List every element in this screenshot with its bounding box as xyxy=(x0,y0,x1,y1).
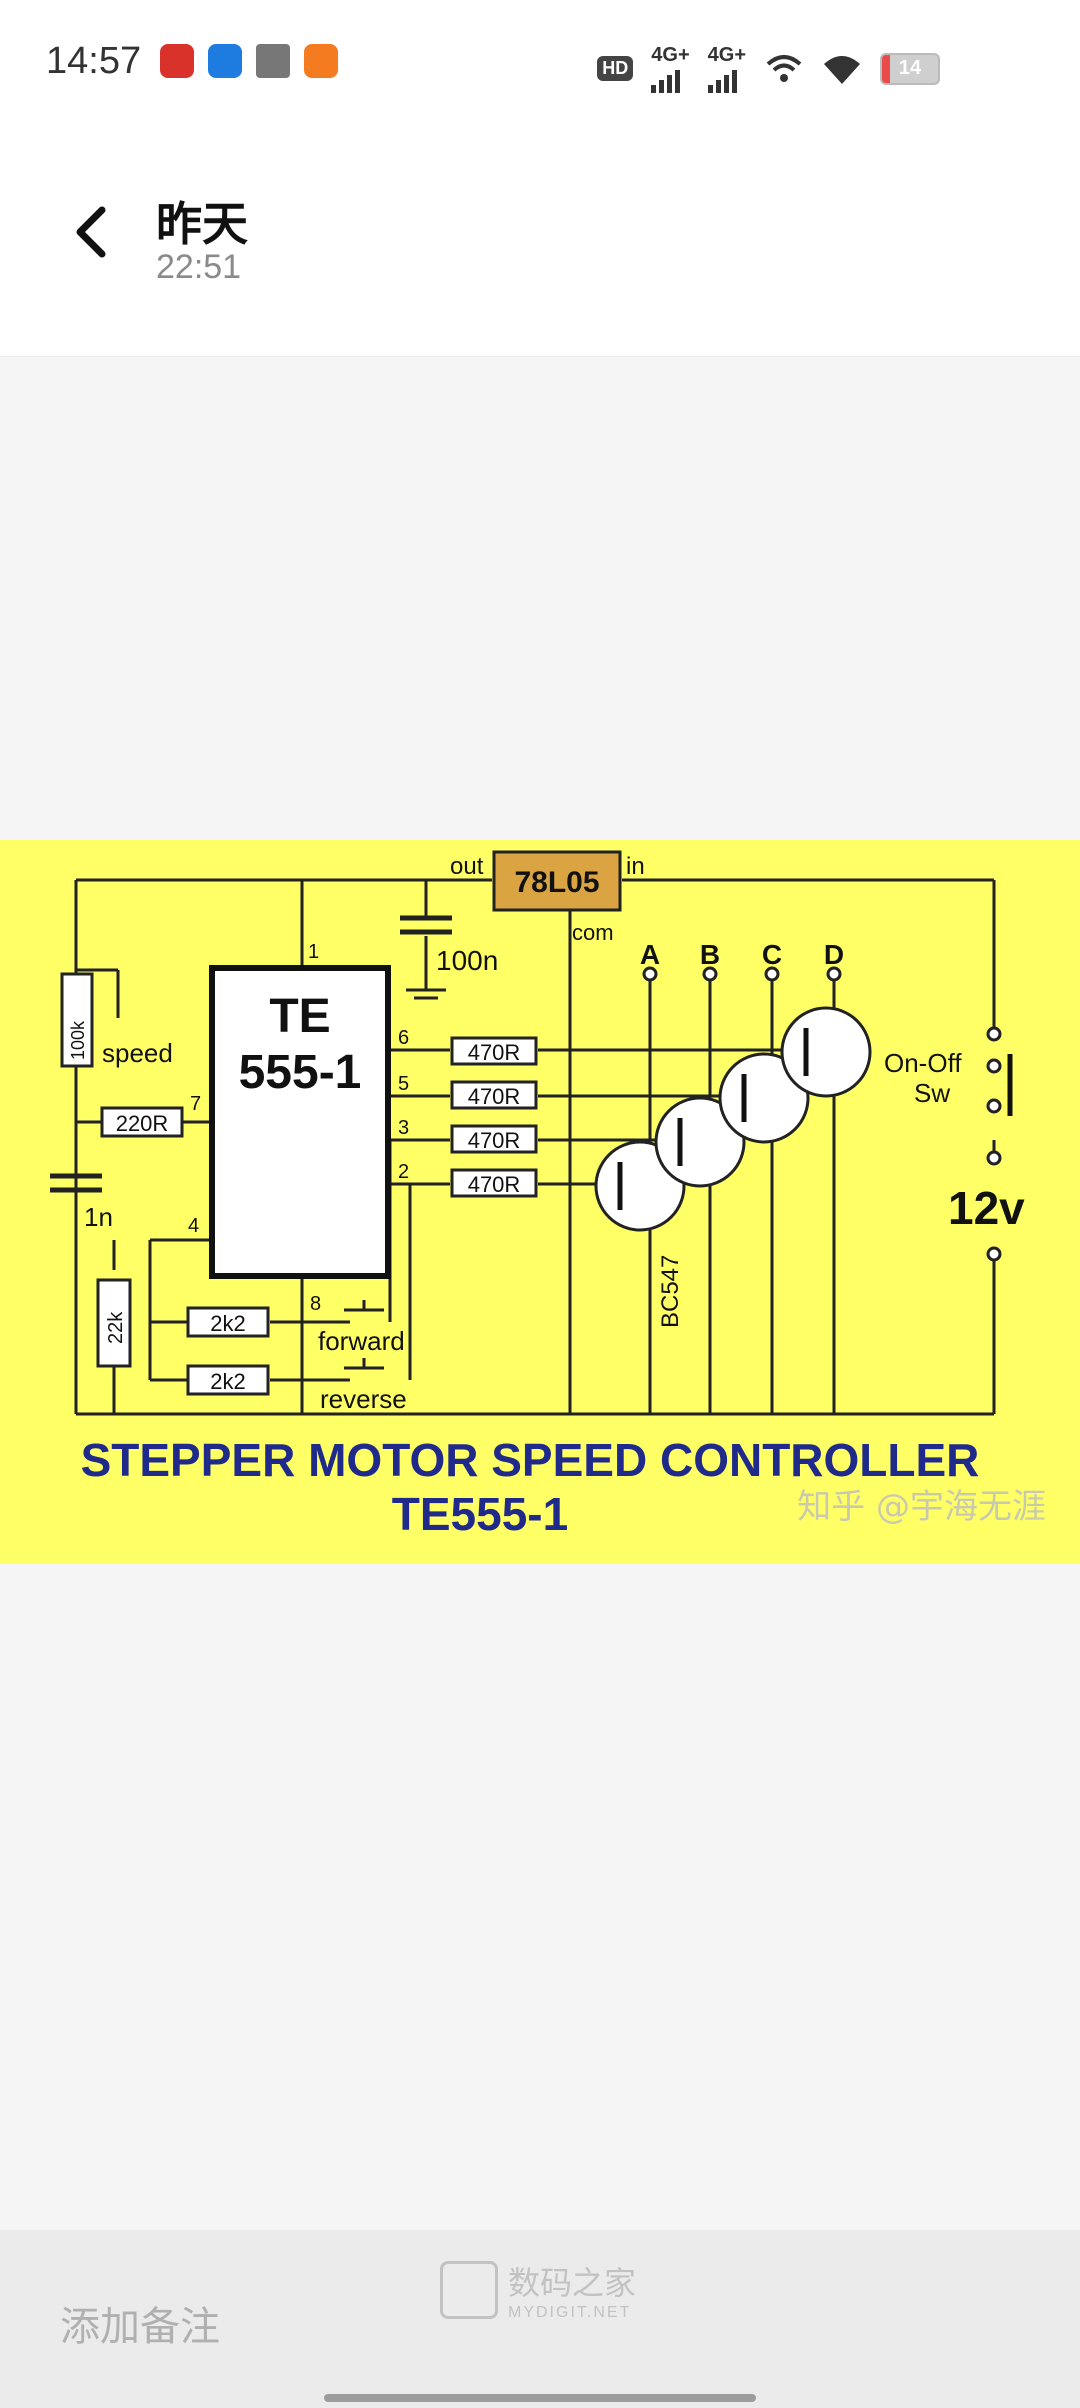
output-c-label: C xyxy=(762,939,782,970)
resistor-220r xyxy=(100,1106,184,1138)
add-note-button[interactable]: 添加备注 xyxy=(60,2304,220,2350)
storage-icon xyxy=(256,44,290,78)
resistor-470r-4 xyxy=(450,1168,538,1198)
resistor-470r-1-label: 470R xyxy=(468,1040,521,1065)
ic-chip xyxy=(209,965,391,1279)
pin-7-label: 7 xyxy=(190,1093,201,1115)
network-label-1: 4G+ xyxy=(651,44,690,66)
page-title: 昨天 xyxy=(156,197,248,251)
resistor-220r-label: 220R xyxy=(116,1111,169,1136)
output-b-label: B xyxy=(700,939,720,970)
status-bar: 14:57 HD 4G+ 4G+ 14 xyxy=(0,0,1080,120)
page-subtitle: 22:51 xyxy=(156,248,242,286)
resistor-22k-label: 22k xyxy=(105,1311,127,1344)
site-watermark: 数码之家 MYDIGIT.NET xyxy=(440,2258,636,2322)
resistor-2k2-b xyxy=(186,1364,270,1396)
resistor-470r-3 xyxy=(450,1124,538,1154)
speed-label: speed xyxy=(102,1038,173,1068)
wifi-hotspot-icon xyxy=(766,54,802,82)
chip-label-2: 555-1 xyxy=(239,1046,362,1099)
resistor-22k xyxy=(96,1278,132,1368)
hd-icon: HD xyxy=(597,56,634,81)
pin-8-label: 8 xyxy=(310,1293,321,1315)
netease-music-icon xyxy=(160,44,194,78)
chevron-left-icon xyxy=(76,206,106,258)
pin-5-label: 5 xyxy=(398,1073,409,1095)
pot-100k-label: 100k xyxy=(68,1020,88,1060)
pin-3-label: 3 xyxy=(398,1117,409,1139)
resistor-470r-2 xyxy=(450,1080,538,1110)
transistor-bases xyxy=(617,1028,809,1210)
resistor-2k2-a-label: 2k2 xyxy=(210,1311,245,1336)
notification-icons xyxy=(160,44,338,78)
output-a-label: A xyxy=(640,939,660,970)
cap-1n-label: 1n xyxy=(84,1202,113,1232)
signal-bars-2-icon xyxy=(707,67,737,93)
in-label: in xyxy=(626,853,645,880)
diagram-caption-1: STEPPER MOTOR SPEED CONTROLLER xyxy=(81,1434,980,1486)
header: 昨天 22:51 xyxy=(0,120,1080,357)
signal-1: 4G+ xyxy=(651,44,690,93)
zhihu-watermark: 知乎 @宇海无涯 xyxy=(797,1487,1046,1527)
output-d-label: D xyxy=(824,939,844,970)
switch-terminals xyxy=(986,1026,1002,1262)
chip-label-1: TE xyxy=(269,990,330,1043)
output-terminals xyxy=(642,966,842,982)
schematic-background xyxy=(0,840,1080,1564)
pin-4-label: 4 xyxy=(188,1215,199,1237)
watermark-sub: MYDIGIT.NET xyxy=(508,2304,632,2321)
resistor-2k2-b-label: 2k2 xyxy=(210,1369,245,1394)
resistor-470r-1 xyxy=(450,1036,538,1066)
mydigit-logo-icon xyxy=(440,2261,498,2319)
qq-icon xyxy=(208,44,242,78)
regulator xyxy=(492,850,622,912)
pin-6-label: 6 xyxy=(398,1027,409,1049)
status-time: 14:57 xyxy=(46,40,142,82)
capacitors xyxy=(50,915,452,1193)
network-label-2: 4G+ xyxy=(707,44,746,66)
forward-label: forward xyxy=(318,1326,405,1356)
pot-100k xyxy=(60,972,94,1068)
switch-label-1: On-Off xyxy=(884,1048,962,1078)
switch-label-2: Sw xyxy=(914,1078,950,1108)
watermark-main: 数码之家 xyxy=(508,2264,637,2302)
pin-2-label: 2 xyxy=(398,1161,409,1183)
signal-2: 4G+ xyxy=(707,44,746,93)
resistor-2k2-a xyxy=(186,1306,270,1338)
taobao-icon xyxy=(304,44,338,78)
voltage-label: 12v xyxy=(948,1182,1025,1234)
back-button[interactable] xyxy=(60,202,120,262)
push-buttons xyxy=(344,1300,384,1370)
cap-100n-label: 100n xyxy=(436,945,498,976)
footer: 添加备注 数码之家 MYDIGIT.NET xyxy=(0,2230,1080,2408)
battery-icon: 14 xyxy=(880,52,940,85)
regulator-label: 78L05 xyxy=(514,866,599,899)
bc547-label: BC547 xyxy=(657,1255,684,1328)
circuit-diagram-image: TE 555-1 78L05 out in com 100n 100k spee… xyxy=(0,840,1080,1564)
com-label: com xyxy=(572,920,614,945)
resistor-470r-2-label: 470R xyxy=(468,1084,521,1109)
wifi-icon xyxy=(824,55,860,84)
out-label: out xyxy=(450,853,484,880)
resistor-470r-4-label: 470R xyxy=(468,1172,521,1197)
reverse-label: reverse xyxy=(320,1384,407,1414)
status-right: HD 4G+ 4G+ 14 xyxy=(597,44,940,93)
home-indicator[interactable] xyxy=(324,2394,756,2402)
photo-viewer[interactable]: TE 555-1 78L05 out in com 100n 100k spee… xyxy=(0,840,1080,1564)
signal-bars-1-icon xyxy=(651,67,681,93)
ground-symbol xyxy=(406,988,446,1000)
resistor-470r-3-label: 470R xyxy=(468,1128,521,1153)
diagram-caption-2: TE555-1 xyxy=(392,1488,568,1540)
pin-1-label: 1 xyxy=(308,941,319,963)
